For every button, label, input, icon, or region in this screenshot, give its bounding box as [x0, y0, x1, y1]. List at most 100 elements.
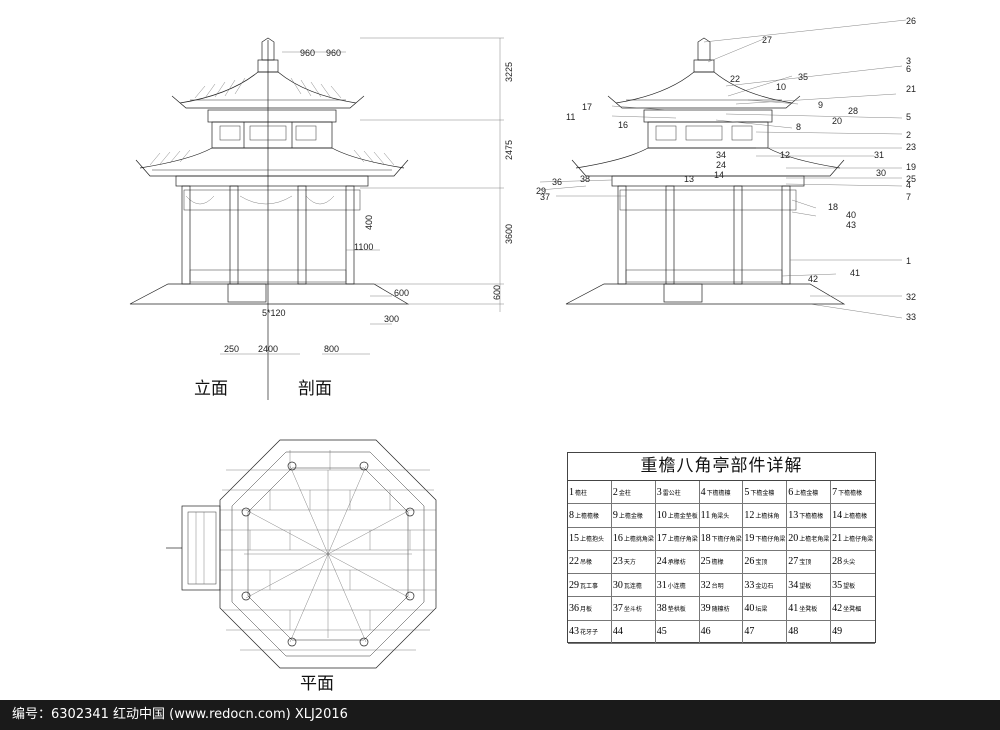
callout-number: 33: [906, 312, 916, 322]
part-number: 19: [744, 533, 755, 545]
part-name: 望板: [799, 582, 812, 590]
part-number: 30: [612, 579, 623, 591]
dim-top-a: 960: [300, 48, 315, 58]
part-name: 宝顶: [755, 559, 768, 567]
part-number: 18: [700, 533, 711, 545]
part-name: 上檐金垫板: [667, 512, 698, 520]
dim-h2: 2475: [504, 140, 514, 160]
part-name: 瓦连檐: [623, 582, 642, 590]
dim-h3: 3600: [504, 224, 514, 244]
parts-table-title: 重檐八角亭部件详解: [568, 453, 875, 481]
part-name: 金边石: [755, 582, 774, 590]
part-name: 宝顶: [799, 559, 812, 567]
part-number: 29: [569, 579, 579, 591]
part-name: 下檐金檩: [750, 489, 775, 497]
callout-number: 19: [906, 162, 916, 172]
part-name: 天方: [623, 559, 636, 567]
part-name: 下檐仔角梁: [755, 536, 786, 544]
part-number: 7: [832, 486, 838, 498]
part-cell: 44: [611, 620, 656, 644]
part-number: 11: [700, 509, 711, 521]
part-number: 3: [656, 486, 662, 498]
part-number: 36: [569, 603, 579, 615]
callout-number: 11: [566, 112, 575, 122]
part-name: 瓦工事: [580, 582, 599, 590]
part-number: 10: [656, 509, 667, 521]
part-number: 1: [569, 486, 574, 498]
part-name: 下檐仔角梁: [711, 536, 742, 544]
part-name: 花牙子: [580, 629, 599, 637]
part-number: 47: [744, 626, 755, 638]
part-number: 25: [700, 556, 711, 568]
part-name: 上檐抹角: [755, 512, 780, 520]
part-number: 9: [612, 509, 618, 521]
part-name: 上檐檐椽: [575, 512, 600, 520]
watermark-footer: 编号：6302341 红动中国 (www.redocn.com) XLJ2016: [0, 700, 1000, 730]
callout-number: 20: [832, 116, 842, 126]
dim-1100: 1100: [354, 242, 373, 252]
part-name: 雷公柱: [662, 489, 681, 497]
callout-number: 35: [798, 72, 808, 82]
part-number: 35: [832, 579, 843, 591]
part-number: 46: [700, 626, 711, 638]
part-number: 15: [569, 533, 579, 545]
part-number: 45: [656, 626, 667, 638]
part-cell: 49: [831, 621, 875, 644]
part-number: 41: [788, 603, 799, 615]
part-name: 随檩枋: [711, 606, 730, 614]
part-name: 角梁头: [711, 512, 730, 520]
part-name: 下檐檐檩: [706, 489, 731, 497]
part-name: 下檐檐椽: [799, 512, 824, 520]
callout-number: 16: [618, 120, 628, 130]
part-name: 头尖: [843, 559, 856, 567]
part-cell: 47: [743, 620, 788, 644]
part-name: 上檐仔角梁: [843, 536, 874, 544]
part-cell: 48: [787, 620, 832, 644]
part-name: 吊椽: [580, 559, 593, 567]
component-callout-view: [539, 19, 907, 319]
dim-h4: 600: [492, 285, 502, 300]
dim-400: 400: [364, 215, 374, 230]
part-cell: 45: [655, 620, 700, 644]
part-number: 34: [788, 579, 799, 591]
part-name: 上檐金檩: [794, 489, 819, 497]
part-name: 上檐挑角梁: [623, 536, 654, 544]
part-name: 下檐檐椽: [838, 489, 863, 497]
part-number: 33: [744, 579, 755, 591]
label-section: 剖面: [298, 379, 332, 399]
callout-number: 7: [906, 192, 911, 202]
part-number: 5: [744, 486, 750, 498]
callout-number: 4: [906, 180, 911, 190]
part-number: 20: [788, 533, 799, 545]
callout-number: 26: [906, 16, 916, 26]
part-name: 台明: [711, 582, 724, 590]
callout-number: 38: [580, 174, 590, 184]
part-number: 43: [569, 626, 579, 638]
dim-300: 300: [384, 314, 399, 324]
callout-number: 6: [906, 64, 911, 74]
part-number: 4: [700, 486, 706, 498]
part-name: 坐凳板: [799, 606, 818, 614]
